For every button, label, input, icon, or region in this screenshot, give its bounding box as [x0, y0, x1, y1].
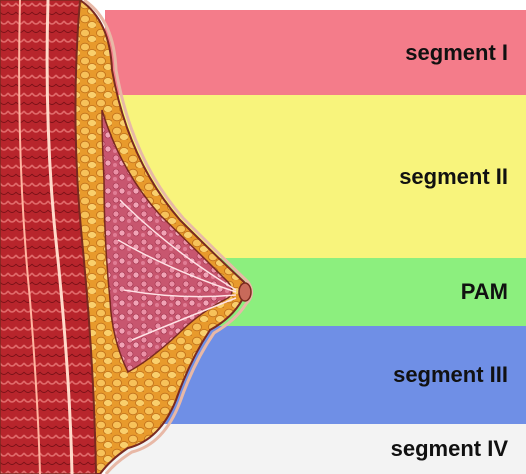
nipple — [239, 283, 251, 301]
